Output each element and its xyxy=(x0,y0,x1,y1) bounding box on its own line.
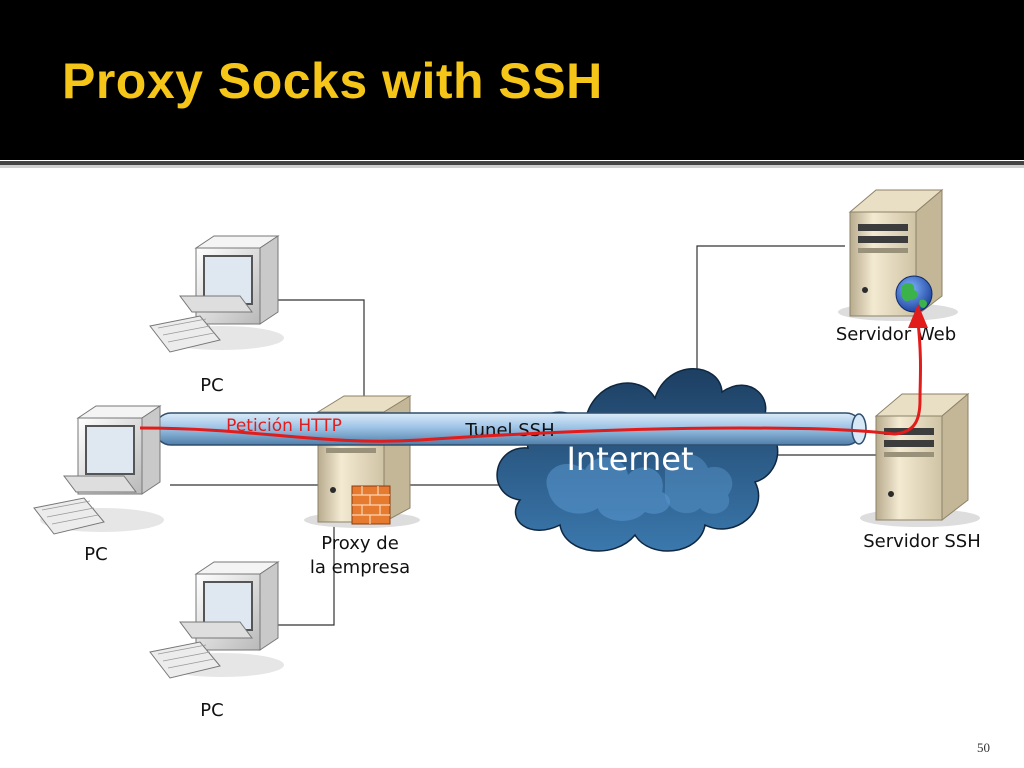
connector-lines xyxy=(170,245,880,626)
pc-bottom-label: PC xyxy=(200,700,223,721)
firewall-icon xyxy=(351,485,391,525)
pc-left-icon xyxy=(33,405,164,535)
proxy-label-line2: la empresa xyxy=(310,557,410,578)
http-request-path xyxy=(139,304,928,443)
title-bar xyxy=(0,0,1024,160)
http-request-label: Petición HTTP xyxy=(226,416,342,436)
title-divider xyxy=(0,161,1024,165)
web-server-icon xyxy=(838,188,958,321)
link-pc-top-proxy xyxy=(270,299,365,418)
proxy-label-line1: Proxy de xyxy=(321,533,399,554)
ssh-server-label: Servidor SSH xyxy=(863,531,981,552)
web-server-label: Servidor Web xyxy=(836,324,956,345)
arrowhead-icon xyxy=(908,304,928,328)
pc-top-label: PC xyxy=(200,375,223,396)
title-divider-shadow xyxy=(0,165,1024,168)
page-number: 50 xyxy=(977,740,990,755)
ssh-tunnel xyxy=(154,412,867,446)
link-internet-web-server xyxy=(696,245,845,372)
slide-title: Proxy Socks with SSH xyxy=(62,53,603,109)
internet-label: Internet xyxy=(566,440,693,478)
pc-left-label: PC xyxy=(84,544,107,565)
link-pc-bottom-proxy xyxy=(270,522,335,626)
pc-top-icon xyxy=(149,235,284,353)
pc-bottom-icon xyxy=(149,561,284,679)
globe-icon xyxy=(895,275,933,313)
